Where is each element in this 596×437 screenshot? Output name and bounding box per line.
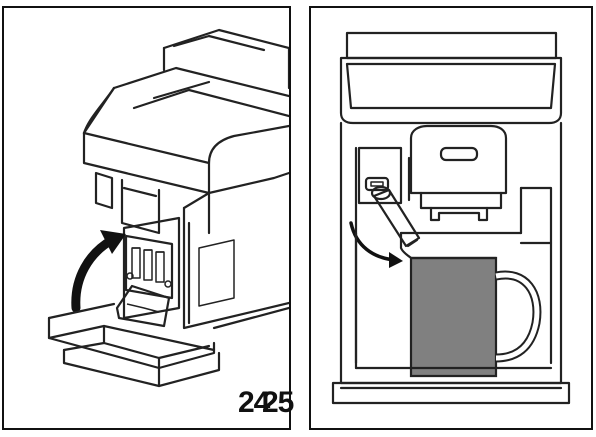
coffee-machine-front-illustration: [331, 31, 571, 405]
coffee-machine-side-illustration: [47, 28, 289, 388]
machine-top-rim: [345, 31, 558, 60]
milk-spout: [370, 185, 421, 248]
display-panel: [345, 62, 557, 110]
arrow-head-icon: [100, 230, 126, 254]
coffee-nozzle: [429, 206, 489, 222]
cup-body: [409, 256, 498, 378]
machine-base: [331, 381, 571, 405]
rotate-arrow-head-icon: [389, 252, 403, 268]
machine-front-edge: [82, 131, 289, 195]
coffee-spout: [94, 171, 114, 210]
machine-lid: [162, 28, 289, 90]
dispenser-button: [439, 146, 479, 162]
drip-tray: [47, 316, 216, 370]
cover-flap: [115, 284, 171, 328]
figure-panel-25: [309, 6, 593, 430]
machine-side-panel: [182, 206, 289, 330]
curved-arrow-up-icon: [71, 235, 117, 313]
figure-panel-24: [2, 6, 291, 430]
machine-top-surface: [112, 66, 289, 98]
rotate-arrow-icon: [349, 221, 397, 262]
milk-spout-housing: [357, 146, 403, 205]
door-opening: [122, 216, 181, 320]
cup: [409, 256, 542, 378]
figure-number-24: 24: [238, 386, 270, 419]
coffee-dispenser: [409, 124, 508, 195]
figure-number-25: 25: [262, 386, 294, 419]
drip-tray-cover: [115, 234, 174, 328]
